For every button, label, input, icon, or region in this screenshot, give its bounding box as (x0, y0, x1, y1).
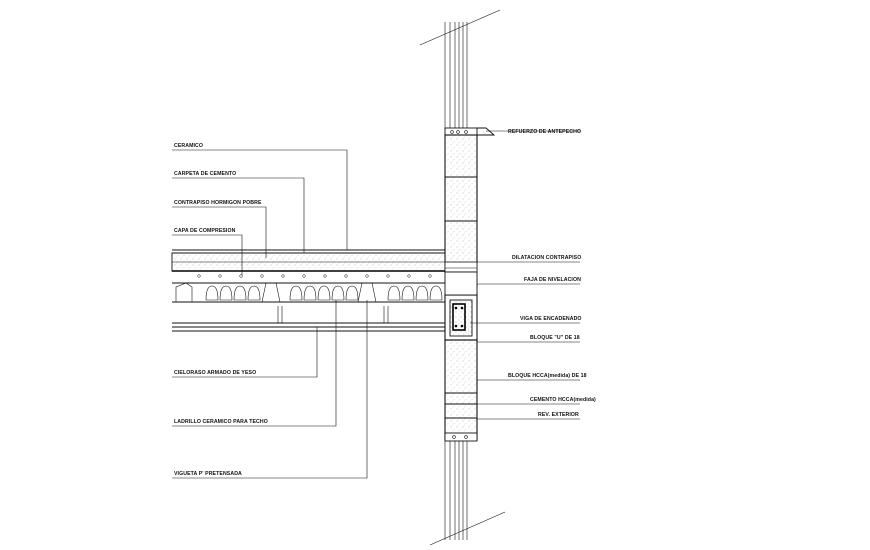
label-faja: FAJA DE NIVELACION (524, 277, 581, 283)
ceramic-bricks (172, 274, 445, 303)
left-leaders (172, 149, 368, 479)
label-cemento: CEMENTO HCCA(medida) (530, 397, 596, 403)
upper-wall (419, 9, 501, 130)
floor-layers (171, 249, 479, 296)
label-cielorraso: CIELORASO ARMADO DE YESO (174, 370, 256, 376)
label-vigueta: VIGUETA P' PRETENSADA (174, 471, 242, 477)
bond-beam (449, 299, 473, 337)
label-rev-exterior: REV. EXTERIOR (538, 412, 579, 418)
label-bloque-hcca: BLOQUE HCCA(medida) DE 18 (508, 373, 587, 379)
right-leaders (470, 130, 580, 420)
label-bloque-u: BLOQUE "U" DE 18 (530, 335, 580, 341)
label-refuerzo: REFUERZO DE ANTEPECHO (508, 129, 581, 135)
label-contrapiso: CONTRAPISO HORMIGON POBRE (174, 200, 262, 206)
label-carpeta: CARPETA DE CEMENTO (174, 171, 236, 177)
label-ladrillo: LADRILLO CERAMICO PARA TECHO (174, 419, 268, 425)
sill-antepecho (444, 127, 496, 136)
label-ceramico: CERAMICO (174, 143, 203, 149)
ceiling (172, 306, 445, 332)
label-viga: VIGA DE ENCADENADO (520, 316, 582, 322)
lower-wall (429, 432, 506, 546)
label-capa-compresion: CAPA DE COMPRESION (174, 228, 236, 234)
label-dilatacion: DILATACION CONTRAPISO (512, 255, 581, 261)
